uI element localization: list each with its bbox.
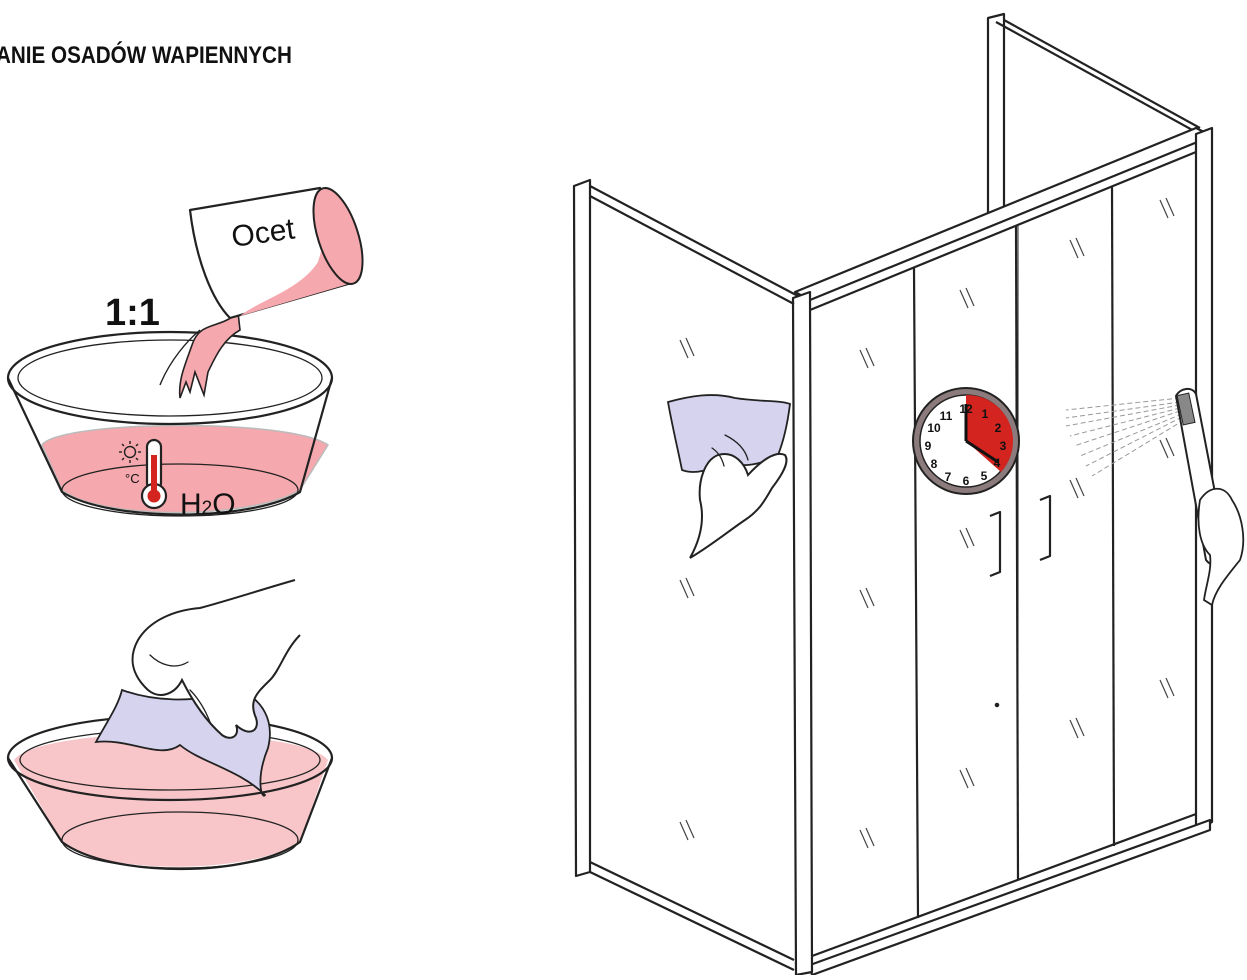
clock-number-9: 9 [925, 439, 932, 453]
clock-number-4: 4 [994, 456, 1001, 470]
vinegar-mixing-step: Ocet 1:1 °C H2O [8, 182, 372, 521]
celsius-label: °C [125, 471, 140, 486]
shower-cabin [574, 14, 1212, 975]
clock-number-1: 1 [982, 407, 989, 421]
clock-number-10: 10 [927, 421, 941, 435]
vinegar-cup: Ocet [190, 182, 372, 318]
clock-number-6: 6 [963, 474, 970, 488]
mix-ratio-label: 1:1 [105, 292, 160, 334]
vinegar-stream [180, 312, 240, 398]
clock-number-2: 2 [995, 421, 1002, 435]
clock-number-3: 3 [1000, 439, 1007, 453]
bowl-rim [8, 332, 332, 424]
glass-reflections [680, 198, 1174, 848]
clock-icon: 12 1 2 3 4 5 6 7 8 9 10 11 [913, 388, 1019, 494]
page-title: ANIE OSADÓW WAPIENNYCH [0, 42, 292, 70]
clock-number-8: 8 [931, 457, 938, 471]
clock-number-5: 5 [981, 469, 988, 483]
clock-number-11: 11 [940, 409, 953, 423]
clock-number-7: 7 [945, 470, 952, 484]
cloth-soaking-step [8, 580, 332, 869]
water-spray [1066, 398, 1184, 476]
shower-head [1066, 389, 1243, 605]
clock-number-12: 12 [959, 402, 973, 416]
wiping-hand [668, 395, 790, 558]
